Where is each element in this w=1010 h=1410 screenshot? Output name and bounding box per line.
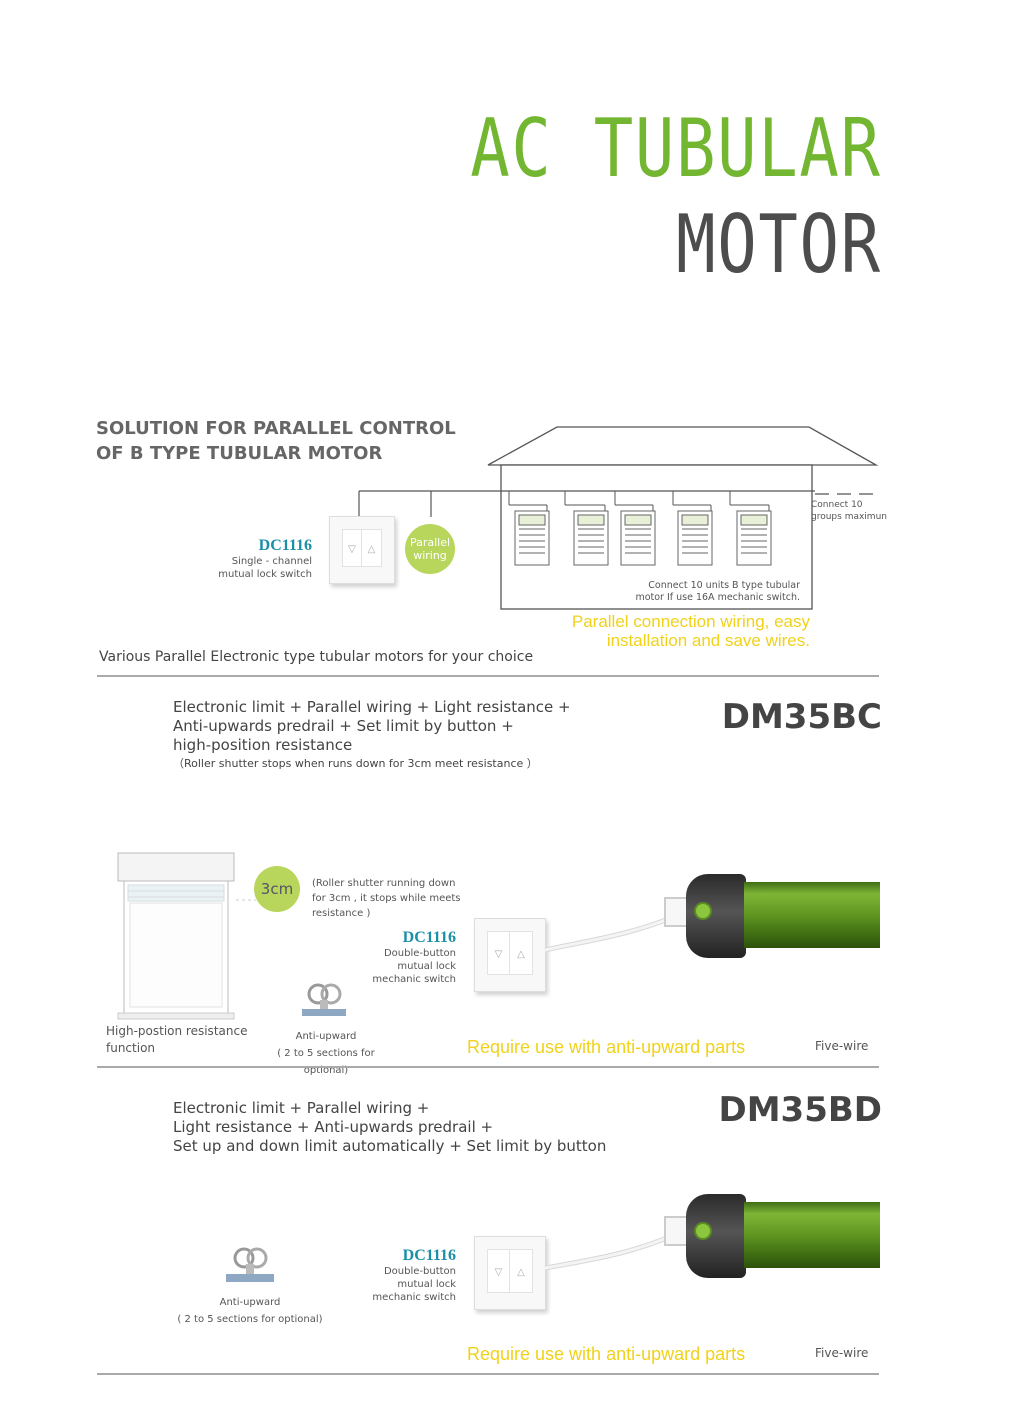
- roller-shutter-window: [117, 852, 235, 1020]
- dm35bc-features: Electronic limit + Parallel wiring + Lig…: [173, 698, 571, 772]
- badge-line2: wiring: [413, 549, 447, 562]
- 3cm-note: (Roller shutter running down for 3cm , i…: [312, 876, 461, 921]
- single-channel-switch: ▽ △: [329, 516, 395, 584]
- dm35bd-switch-desc-line1: Double-button: [383, 1266, 456, 1277]
- single-switch-label: DC1116 Single - channel mutual lock swit…: [200, 537, 312, 581]
- house-wiring-diagram: [358, 426, 879, 610]
- dm35bc-switch-label: DC1116 Double-button mutual lock mechani…: [352, 929, 456, 986]
- divider-3: [97, 1373, 879, 1375]
- connect-units-line2: motor If use 16A mechanic switch.: [635, 592, 800, 603]
- dm35bc-feature-note: （Roller shutter stops when runs down for…: [173, 757, 538, 770]
- dm35bd-feature-line3: Set up and down limit automatically + Se…: [173, 1137, 607, 1155]
- dm35bc-feature-line3: high-position resistance: [173, 736, 353, 754]
- dm35bc-model: DM35BC: [721, 697, 882, 737]
- dm35bd-features: Electronic limit + Parallel wiring + Lig…: [173, 1099, 606, 1156]
- down-arrow-icon: ▽: [494, 948, 503, 960]
- dm35bd-motor-tube: [744, 1202, 880, 1268]
- solution-footer: Various Parallel Electronic type tubular…: [99, 649, 534, 665]
- anti-upward-part-icon: [302, 983, 346, 1016]
- dm35bc-switch-desc-line3: mechanic switch: [372, 974, 456, 985]
- high-position-line2: function: [106, 1041, 156, 1055]
- dm35bd-model: DM35BD: [718, 1090, 882, 1130]
- dm35bc-anti-upward: Anti-upward: [295, 1031, 357, 1042]
- solution-title: SOLUTION FOR PARALLEL CONTROL OF B TYPE …: [96, 416, 516, 466]
- dm35bc-yellow-note: Require use with anti-upward parts: [467, 1037, 746, 1057]
- dm35bc-switch-desc-line1: Double-button: [383, 948, 456, 959]
- dm35bc-switch-desc-line2: mutual lock: [397, 961, 456, 972]
- dm35bd-feature-line2: Light resistance + Anti-upwards predrail…: [173, 1118, 494, 1136]
- dm35bc-wire-type: Five-wire: [815, 1039, 869, 1053]
- dm35bd-switch-code: DC1116: [402, 1247, 456, 1264]
- dm35bc-feature-line2: Anti-upwards predrail + Set limit by but…: [173, 717, 514, 735]
- dm35bd-wire-type: Five-wire: [815, 1346, 869, 1360]
- dm35bc-bracket: [664, 897, 690, 927]
- dm35bd-double-switch: ▽ △: [474, 1236, 546, 1310]
- shutter-units: [514, 510, 772, 566]
- 3cm-note-line1: (Roller shutter running down: [312, 878, 456, 889]
- dm35bc-anti-upward-label: Anti-upward ( 2 to 5 sections for option…: [255, 1028, 397, 1079]
- connect-groups-line1: Connect 10: [811, 500, 863, 510]
- solution-title-line1: SOLUTION FOR PARALLEL CONTROL: [96, 418, 456, 439]
- dm35bd-switch-label: DC1116 Double-button mutual lock mechani…: [352, 1247, 456, 1304]
- up-arrow-icon: △: [367, 544, 376, 556]
- parallel-yellow-note: Parallel connection wiring, easy install…: [490, 612, 810, 650]
- switch-desc-line2: mutual lock switch: [218, 569, 312, 580]
- page-title-line2: MOTOR: [676, 198, 882, 291]
- dm35bd-anti-upward: Anti-upward: [219, 1297, 281, 1308]
- solution-title-line2: OF B TYPE TUBULAR MOTOR: [96, 443, 383, 464]
- page-title-line1: AC TUBULAR: [470, 102, 882, 195]
- 3cm-badge: 3cm: [254, 866, 300, 912]
- dm35bc-anti-upward-note: ( 2 to 5 sections for optional): [277, 1048, 375, 1076]
- dash-connector: [236, 899, 256, 901]
- high-position-label: High-postion resistance function: [106, 1023, 247, 1057]
- dm35bc-motor-tube: [744, 882, 880, 948]
- up-arrow-icon: △: [517, 1266, 525, 1278]
- connect-units-note: Connect 10 units B type tubular motor If…: [630, 580, 800, 604]
- dm35bd-yellow-note: Require use with anti-upward parts: [467, 1344, 746, 1364]
- down-arrow-icon: ▽: [494, 1266, 503, 1278]
- anti-upward-part-icon: [226, 1247, 274, 1282]
- badge-line1: Parallel: [409, 536, 451, 549]
- 3cm-note-line2: for 3cm , it stops while meets: [312, 893, 461, 904]
- divider-1: [97, 675, 879, 677]
- connect-groups-note: Connect 10 groups maximun: [811, 499, 887, 523]
- dm35bd-switch-desc-line3: mechanic switch: [372, 1292, 456, 1303]
- connect-units-line1: Connect 10 units B type tubular: [648, 580, 800, 591]
- dm35bc-switch-code: DC1116: [402, 929, 456, 946]
- high-position-line1: High-postion resistance: [106, 1024, 248, 1038]
- dm35bd-anti-upward-label: Anti-upward ( 2 to 5 sections for option…: [176, 1294, 324, 1328]
- dm35bd-anti-upward-note: ( 2 to 5 sections for optional): [177, 1314, 323, 1325]
- dm35bd-bracket: [664, 1216, 690, 1246]
- yellow-line2: installation and save wires.: [606, 631, 810, 650]
- dm35bc-feature-line1: Electronic limit + Parallel wiring + Lig…: [173, 698, 571, 716]
- dm35bc-double-switch: ▽ △: [474, 918, 546, 992]
- up-arrow-icon: △: [517, 948, 525, 960]
- switch-code: DC1116: [258, 537, 312, 554]
- down-arrow-icon: ▽: [348, 544, 356, 556]
- switch-desc-line1: Single - channel: [231, 556, 312, 567]
- divider-2: [97, 1066, 879, 1068]
- dm35bd-switch-desc-line2: mutual lock: [397, 1279, 456, 1290]
- dm35bc-limit-button-icon: [694, 902, 712, 920]
- dm35bd-limit-button-icon: [694, 1222, 712, 1240]
- 3cm-note-line3: resistance ): [312, 908, 371, 919]
- dm35bd-feature-line1: Electronic limit + Parallel wiring +: [173, 1099, 430, 1117]
- connect-groups-line2: groups maximun: [811, 512, 887, 522]
- parallel-wiring-badge: Parallel wiring: [405, 524, 455, 574]
- yellow-line1: Parallel connection wiring, easy: [571, 612, 810, 631]
